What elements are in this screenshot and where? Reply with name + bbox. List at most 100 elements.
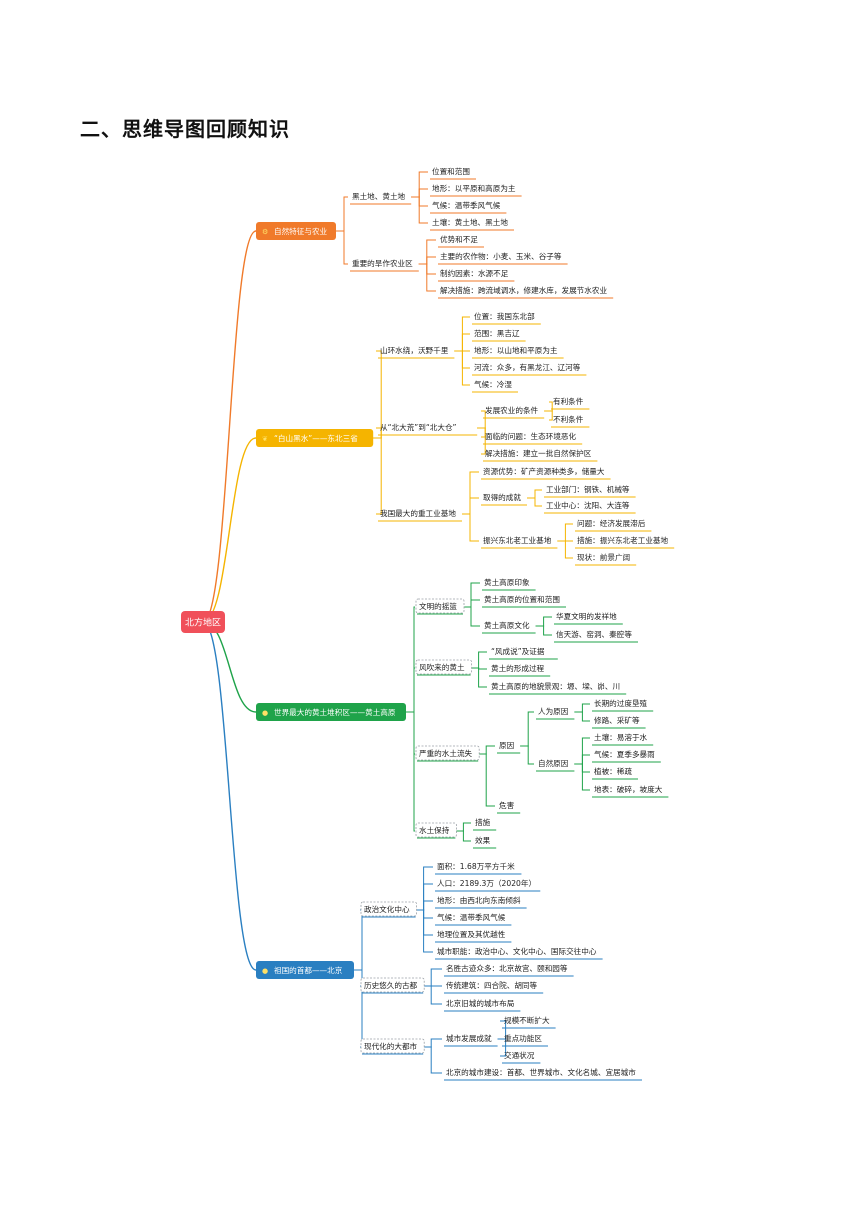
node-box (415, 822, 457, 838)
connector (527, 489, 542, 499)
connector (535, 616, 552, 627)
sprout-icon: ❦ (262, 435, 268, 443)
mind-map-node: 历史悠久的古都 (360, 977, 425, 994)
node-label: 气候：冷湿 (474, 379, 512, 389)
branch-connector (202, 621, 257, 971)
mind-map-node: 气候：夏季多暴雨 (592, 749, 661, 763)
node-label: 黄土高原文化 (484, 620, 530, 630)
node-label: 政治文化中心 (364, 904, 410, 914)
mind-map-node: 地形：以平原和高原为主 (430, 183, 522, 197)
branch-box (256, 703, 406, 721)
node-label: 问题：经济发展滞后 (577, 518, 646, 528)
mind-map-node: 气候：温带季风气候 (430, 200, 507, 214)
node-label: 我国最大的重工业基地 (380, 508, 456, 518)
mind-map-node: 人口：2189.3万（2020年） (435, 878, 541, 892)
node-label: 重点功能区 (504, 1033, 542, 1043)
connector (557, 540, 573, 559)
mind-map-node: 人为原因 (536, 706, 575, 720)
connector (423, 1038, 442, 1048)
mind-map-node: 解决措施：跨流域调水，修建水库，发展节水农业 (438, 285, 614, 299)
node-label: 工业部门：钢铁、机械等 (546, 484, 630, 494)
node-label: 土壤：易溶于水 (594, 732, 648, 742)
node-label: 气候：温带季风气候 (432, 200, 501, 210)
connector (415, 909, 433, 936)
branch-box (256, 429, 374, 447)
connector (535, 625, 552, 636)
branch-node: ❦“白山黑水”——东北三省 (256, 429, 374, 447)
branch-label: 世界最大的黄土堆积区——黄土高原 (274, 707, 396, 717)
mind-map-node: 长期的过度垦殖 (592, 698, 654, 712)
connector (354, 969, 363, 987)
mind-map-node: 主要的农作物：小麦、玉米、谷子等 (438, 251, 568, 265)
mind-map-node: 华夏文明的发祥地 (554, 611, 623, 625)
mind-map-node: 自然原因 (536, 758, 575, 772)
connector (462, 497, 479, 515)
mind-map-node: 传统建筑：四合院、胡同等 (444, 980, 544, 994)
mind-map-node: 面积：1.68万平方千米 (435, 861, 522, 875)
node-label: 严重的水土流失 (419, 748, 473, 758)
mind-map-node: 重要的旱作农业区 (350, 258, 419, 272)
node-label: 解决措施：建立一批自然保护区 (485, 448, 592, 458)
mind-map-node: 现状：前景广阔 (575, 552, 637, 566)
mind-map-node: 解决措施：建立一批自然保护区 (483, 448, 598, 462)
node-label: 有利条件 (553, 396, 584, 406)
settings-icon: ⚙ (262, 228, 268, 236)
connector (544, 401, 553, 412)
connector (478, 745, 495, 755)
node-label: 取得的成就 (483, 492, 521, 502)
mind-map-node: 地形：由西北向东南倾斜 (435, 895, 527, 909)
connector (544, 410, 553, 421)
mind-map-node: 城市职能：政治中心、文化中心、国际交往中心 (435, 946, 603, 960)
connector (423, 985, 442, 1005)
node-label: 发展农业的条件 (485, 405, 539, 415)
node-label: 规模不断扩大 (504, 1015, 550, 1025)
mind-map-node: 我国最大的重工业基地 (378, 508, 462, 522)
node-label: 从“北大荒”到“北大仓” (380, 422, 457, 432)
branch-label: 自然特征与农业 (274, 226, 328, 236)
mind-map-node: 北京的城市建设：首都、世界城市、文化名城、宜居城市 (444, 1067, 642, 1081)
node-label: 地形：以山地和平原为主 (474, 345, 558, 355)
node-label: 措施：振兴东北老工业基地 (577, 535, 669, 545)
mind-map-node: 面临的问题：生态环境恶化 (483, 431, 583, 445)
connector (423, 968, 442, 987)
mind-map-node: 文明的摇篮 (415, 598, 465, 615)
node-label: 北京的城市建设：首都、世界城市、文化名城、宜居城市 (446, 1067, 636, 1077)
connector (574, 703, 590, 713)
page-title: 二、思维导图回顾知识 (80, 117, 290, 141)
node-label: 地表：破碎，坡度大 (594, 784, 663, 794)
node-box (360, 1038, 425, 1054)
root-box (181, 611, 225, 633)
connector (477, 427, 486, 455)
branch-connector (202, 230, 257, 623)
node-box (415, 659, 472, 675)
mind-map-node: 现代化的大都市 (360, 1038, 425, 1055)
connector (470, 651, 487, 669)
mind-map-node: 不利条件 (551, 414, 590, 428)
mind-map-node: 工业部门：钢铁、机械等 (544, 484, 636, 498)
mind-map-node: 黄土高原印象 (482, 577, 536, 591)
branch-node: ●世界最大的黄土堆积区——黄土高原 (256, 703, 406, 721)
node-label: 山环水绕，沃野千里 (380, 345, 449, 355)
node-label: 长期的过度垦殖 (594, 698, 648, 708)
mind-map-node: 植被：稀疏 (592, 766, 638, 780)
node-label: 修路、采矿等 (594, 715, 640, 725)
connector (557, 523, 573, 542)
connector (423, 1046, 442, 1074)
node-label: “风成说”及证据 (491, 646, 545, 656)
mind-map-node: 范围：黑吉辽 (472, 328, 526, 342)
mind-map-node: 危害 (497, 800, 521, 814)
node-label: 城市职能：政治中心、文化中心、国际交往中心 (437, 946, 597, 956)
mind-map-node: 黑土地、黄土地 (350, 191, 412, 205)
mind-map-node: 资源优势：矿产资源种类多，储量大 (481, 466, 611, 480)
node-label: 地理位置及其优越性 (437, 929, 506, 939)
mind-map-nodes: 北方地区⚙自然特征与农业黑土地、黄土地位置和范围地形：以平原和高原为主气候：温带… (181, 166, 675, 1081)
node-box (415, 745, 480, 761)
mind-map-node: 修路、采矿等 (592, 715, 646, 729)
mind-map-node: 山环水绕，沃野千里 (378, 345, 455, 359)
mind-map-node: 名胜古迹众多：北京故宫、颐和园等 (444, 963, 574, 977)
mind-map-node: 土壤：易溶于水 (592, 732, 654, 746)
connector (454, 350, 470, 386)
mind-map-node: 振兴东北老工业基地 (481, 535, 558, 549)
connector (415, 900, 433, 911)
mind-map-node: 北京旧城的城市布局 (444, 998, 521, 1012)
